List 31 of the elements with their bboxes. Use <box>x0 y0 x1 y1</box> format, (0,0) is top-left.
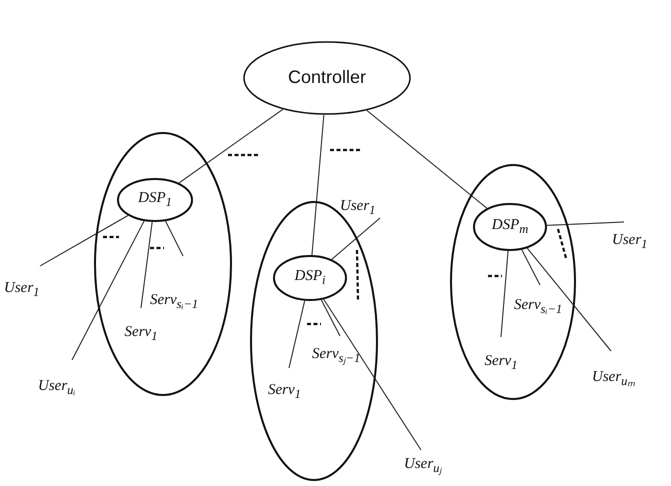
connector-line <box>331 218 380 260</box>
connector-line <box>165 220 184 256</box>
connector-line <box>323 298 422 450</box>
connector-line <box>40 215 129 266</box>
node-label: DSP$_{i}$ <box>294 268 326 288</box>
endpoint-label: User$_{1}$ <box>612 232 648 252</box>
node-label: Controller <box>288 68 366 88</box>
endpoint-label: User$_{uₘ}$ <box>592 369 636 389</box>
endpoint-label: Serv$_{sᵢ−1}$ <box>514 297 562 317</box>
connector-line <box>288 300 306 368</box>
connector-line <box>366 110 488 209</box>
connector-line <box>500 250 509 338</box>
connector-line <box>320 299 340 336</box>
endpoint-label: Serv$_{sⱼ−1}$ <box>312 346 360 366</box>
endpoint-label: Serv$_{1}$ <box>124 324 158 344</box>
endpoint-label: User$_{1}$ <box>340 198 376 218</box>
endpoint-label: Serv$_{sᵢ−1}$ <box>150 292 198 312</box>
connector-line <box>178 108 284 184</box>
endpoint-label: Serv$_{1}$ <box>484 353 518 373</box>
connector-line <box>546 222 624 226</box>
connector-line <box>521 249 540 286</box>
endpoint-label: Serv$_{1}$ <box>268 382 301 402</box>
connector-line <box>311 114 324 256</box>
connector-line <box>526 248 612 352</box>
connector-line <box>72 220 145 360</box>
connector-line <box>140 221 153 308</box>
endpoint-label: User$_{1}$ <box>4 280 40 300</box>
node-label: DSP$_{1}$ <box>138 190 172 210</box>
endpoint-label: User$_{uⱼ}$ <box>404 456 442 476</box>
node-label: DSP$_{m}$ <box>492 217 528 237</box>
endpoint-label: User$_{uᵢ}$ <box>38 378 76 398</box>
